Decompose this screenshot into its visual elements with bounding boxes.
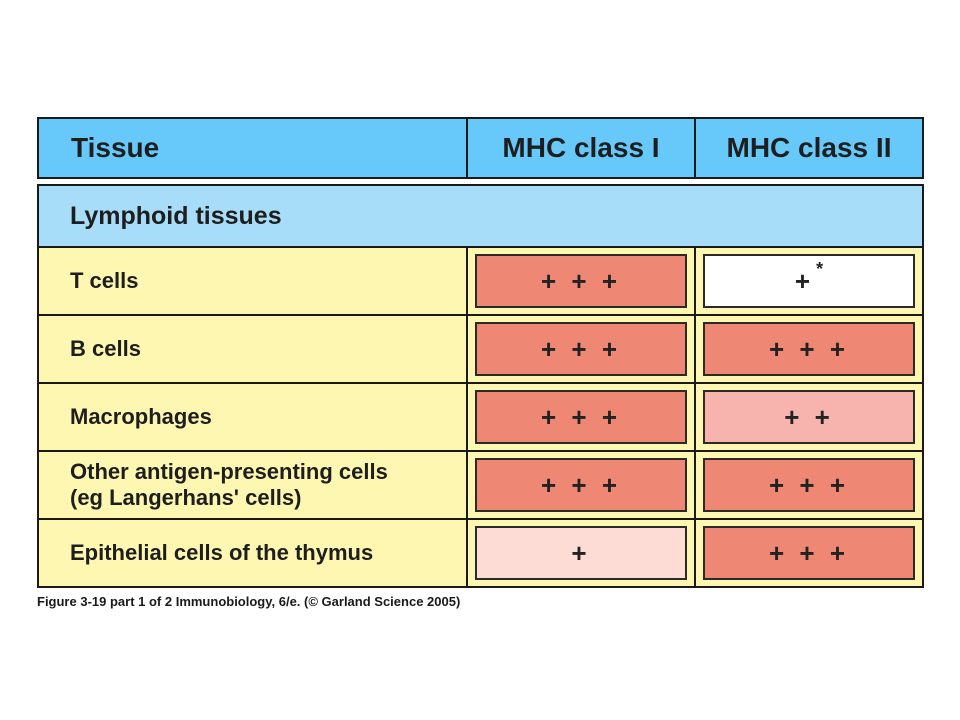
header-tissue: Tissue bbox=[39, 119, 468, 177]
table-header: Tissue MHC class I MHC class II bbox=[37, 117, 924, 179]
mhc1-value-box: + bbox=[475, 526, 687, 580]
mhc2-value: + bbox=[794, 265, 815, 296]
mhc1-cell: + + + bbox=[468, 316, 696, 382]
mhc1-cell: + bbox=[468, 520, 696, 586]
row-label: Macrophages bbox=[39, 384, 468, 450]
footnote-marker: * bbox=[816, 258, 824, 279]
row-label-line: (eg Langerhans' cells) bbox=[70, 485, 302, 510]
mhc2-cell: + + + bbox=[696, 316, 922, 382]
row-label: B cells bbox=[39, 316, 468, 382]
row-label-line: Other antigen-presenting cells bbox=[70, 459, 388, 484]
mhc1-cell: + + + bbox=[468, 248, 696, 314]
mhc2-cell: + + bbox=[696, 384, 922, 450]
header-mhc-class-2: MHC class II bbox=[726, 132, 892, 163]
mhc2-value-box: + + + bbox=[703, 526, 915, 580]
mhc1-value-box: + + + bbox=[475, 458, 687, 512]
mhc1-cell: + + + bbox=[468, 384, 696, 450]
mhc2-value-box: + + + bbox=[703, 458, 915, 512]
table-row: T cells + + + +* bbox=[39, 248, 922, 316]
mhc1-value-box: + + + bbox=[475, 390, 687, 444]
row-label: T cells bbox=[39, 248, 468, 314]
mhc2-value-box: +* bbox=[703, 254, 915, 308]
row-label-line: Epithelial cells of the thymus bbox=[70, 540, 374, 565]
row-label: Other antigen-presenting cells (eg Lange… bbox=[39, 452, 468, 518]
expression-table: Lymphoid tissues T cells + + + +* B cell… bbox=[37, 184, 924, 588]
table-row: Other antigen-presenting cells (eg Lange… bbox=[39, 452, 922, 520]
row-label-line: T cells bbox=[70, 268, 139, 293]
table-row: B cells + + + + + + bbox=[39, 316, 922, 384]
table-row: Macrophages + + + + + bbox=[39, 384, 922, 452]
mhc1-value-box: + + + bbox=[475, 254, 687, 308]
mhc2-cell: + + + bbox=[696, 520, 922, 586]
mhc2-cell: +* bbox=[696, 248, 922, 314]
figure-caption: Figure 3-19 part 1 of 2 Immunobiology, 6… bbox=[37, 594, 461, 609]
row-label: Epithelial cells of the thymus bbox=[39, 520, 468, 586]
mhc2-value-box: + + bbox=[703, 390, 915, 444]
mhc1-value-box: + + + bbox=[475, 322, 687, 376]
section-title: Lymphoid tissues bbox=[39, 186, 922, 248]
table-row: Epithelial cells of the thymus + + + + bbox=[39, 520, 922, 586]
row-label-line: Macrophages bbox=[70, 404, 212, 429]
row-label-line: B cells bbox=[70, 336, 141, 361]
mhc2-cell: + + + bbox=[696, 452, 922, 518]
header-mhc-class-1: MHC class I bbox=[468, 119, 696, 177]
mhc2-value-box: + + + bbox=[703, 322, 915, 376]
mhc1-cell: + + + bbox=[468, 452, 696, 518]
